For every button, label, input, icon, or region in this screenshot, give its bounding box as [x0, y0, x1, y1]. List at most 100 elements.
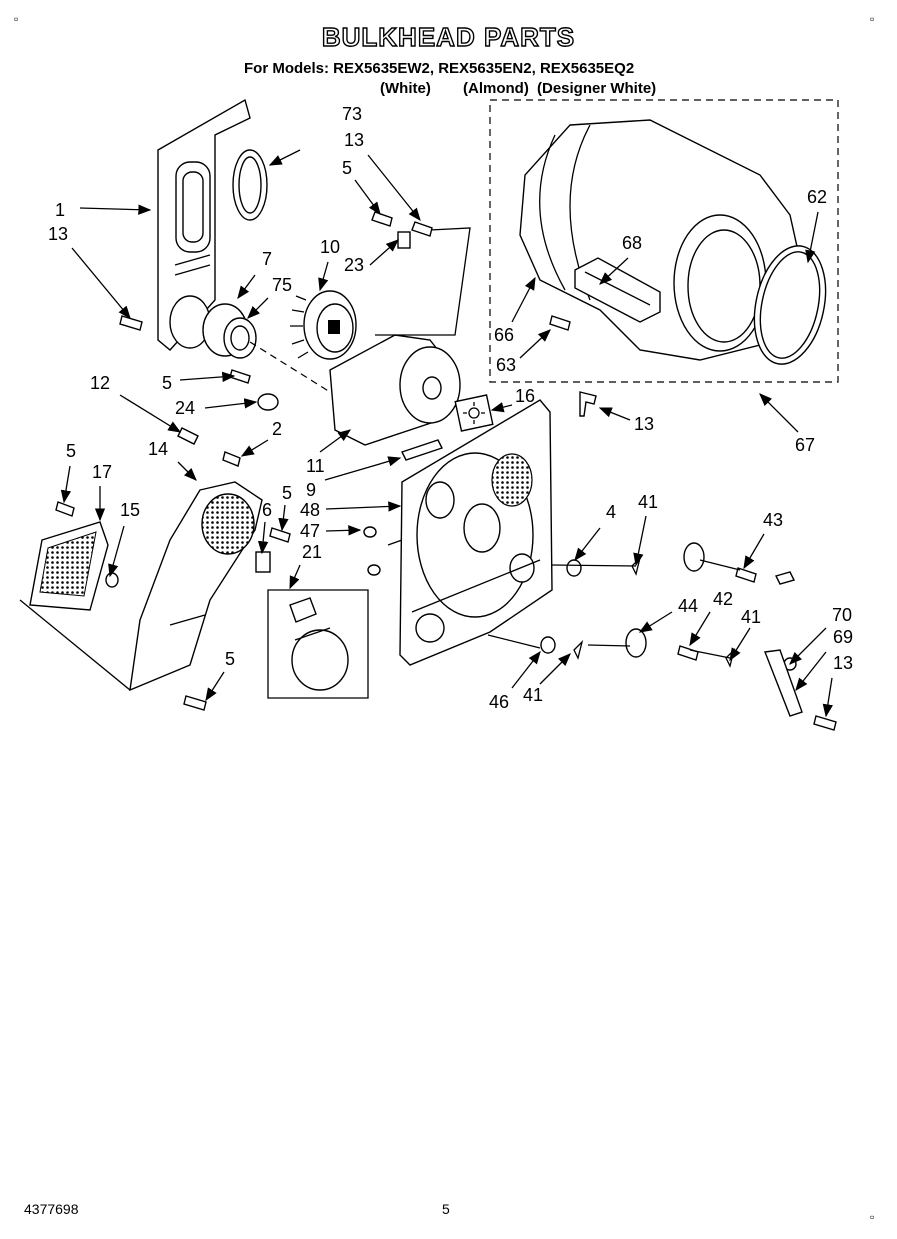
leader-arrow [638, 611, 673, 633]
color-label: (White) [380, 80, 431, 97]
callout-number: 73 [342, 104, 362, 124]
leader-arrow [805, 211, 819, 264]
leader-arrow [325, 525, 362, 536]
callout-number: 23 [344, 255, 364, 275]
callout-number: 41 [638, 492, 658, 512]
color-label: (Designer White) [537, 80, 657, 97]
leader-arrow [743, 533, 765, 570]
doc-number: 4377698 [24, 1201, 79, 1217]
callout-number: 2 [272, 419, 282, 439]
callout-number: 47 [300, 521, 320, 541]
callout-number: 43 [763, 510, 783, 530]
leader-arrow [179, 371, 236, 383]
corner-mark: ▫ [14, 12, 19, 26]
page-title: BULKHEAD PARTS [321, 21, 576, 52]
corner-mark: ▫ [870, 12, 875, 26]
leader-arrow [729, 627, 751, 662]
leader-arrow [278, 504, 289, 532]
leader-arrow [490, 402, 513, 413]
leader-arrow [354, 179, 381, 216]
leader-arrow [257, 521, 269, 555]
callout-number: 75 [272, 275, 292, 295]
callout-number: 42 [713, 589, 733, 609]
callout-number: 12 [90, 373, 110, 393]
leader-arrow [789, 627, 827, 665]
callout-number: 13 [634, 414, 654, 434]
callout-number: 5 [66, 441, 76, 461]
leader-arrow [325, 501, 402, 512]
callout-number: 5 [162, 373, 172, 393]
callout-number: 69 [833, 627, 853, 647]
callout-number: 44 [678, 596, 698, 616]
leader-arrow [795, 651, 827, 692]
model-list: For Models: REX5635EW2, REX5635EN2, REX5… [244, 60, 635, 77]
leader-arrow [519, 329, 551, 359]
leader-arrow [574, 527, 601, 562]
callout-number: 66 [494, 325, 514, 345]
leader-arrow [268, 149, 301, 166]
leader-arrow [108, 525, 125, 578]
leader-arrow [599, 257, 629, 285]
exhaust-cover [19, 521, 131, 691]
leader-arrow [237, 274, 256, 300]
thermal-fuse [454, 394, 494, 432]
callout-number: 5 [225, 649, 235, 669]
drum-assembly-box [489, 99, 839, 383]
front-bulkhead [399, 399, 553, 666]
leader-arrow [205, 671, 225, 702]
callout-number: 67 [795, 435, 815, 455]
felt-seal [401, 439, 443, 461]
callout-number: 14 [148, 439, 168, 459]
leader-arrow [324, 456, 402, 481]
callout-number: 62 [807, 187, 827, 207]
callout-number: 24 [175, 398, 195, 418]
leader-arrow [318, 261, 329, 292]
leader-arrow [367, 154, 421, 222]
leader-arrow [822, 677, 833, 718]
callout-number: 46 [489, 692, 509, 712]
callout-number: 68 [622, 233, 642, 253]
leader-arrow [71, 247, 131, 320]
callout-number: 9 [306, 480, 316, 500]
callout-number: 6 [262, 500, 272, 520]
callout-number: 41 [523, 685, 543, 705]
corner-mark: ▫ [870, 1210, 875, 1224]
leader-arrow [204, 398, 258, 409]
assembly-line [249, 341, 331, 393]
drum [519, 119, 827, 365]
screws [55, 211, 837, 731]
leader-arrow [633, 515, 647, 567]
callout-number: 1 [55, 200, 65, 220]
wire-harness-kit [267, 589, 369, 699]
lint-duct [129, 481, 263, 692]
leader-arrow [369, 239, 399, 266]
leader-arrow [319, 429, 352, 453]
callout-number: 11 [306, 456, 325, 476]
rear-panel [157, 98, 251, 351]
leader-arrow [247, 297, 269, 319]
blower-housing [329, 227, 471, 446]
callout-number: 41 [741, 607, 761, 627]
leader-arrow [177, 461, 197, 481]
callout-number: 4 [606, 502, 616, 522]
callout-number: 21 [302, 542, 322, 562]
blower-wheel [290, 290, 357, 360]
leader-arrow [289, 564, 301, 590]
leader-arrow [759, 393, 799, 433]
leader-arrow [119, 394, 182, 433]
callout-number: 16 [515, 386, 535, 406]
leader-arrow [511, 650, 541, 689]
leader-arrow [60, 465, 72, 504]
callout-number: 13 [344, 130, 364, 150]
leader-arrow [598, 407, 631, 421]
callout-number: 5 [342, 158, 352, 178]
leader-arrow [79, 204, 152, 215]
callout-number: 5 [282, 483, 292, 503]
callout-number: 7 [262, 249, 272, 269]
leader-arrow [689, 611, 711, 647]
callout-number: 17 [92, 462, 112, 482]
callout-number: 15 [120, 500, 140, 520]
leader-arrow [539, 653, 571, 685]
